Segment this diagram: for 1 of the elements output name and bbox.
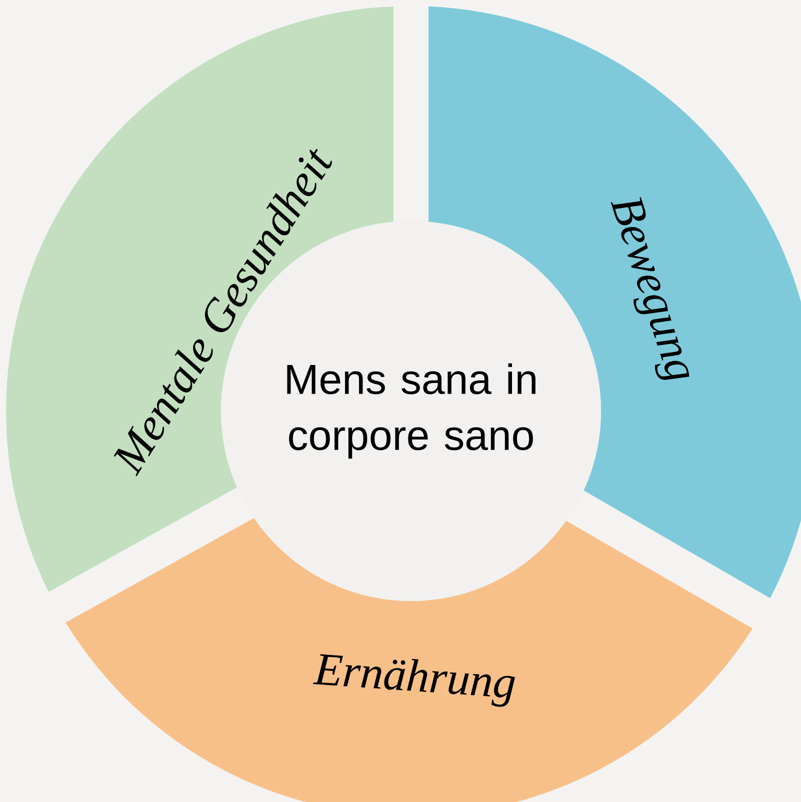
- ring-segment: Ernährung: [66, 518, 753, 802]
